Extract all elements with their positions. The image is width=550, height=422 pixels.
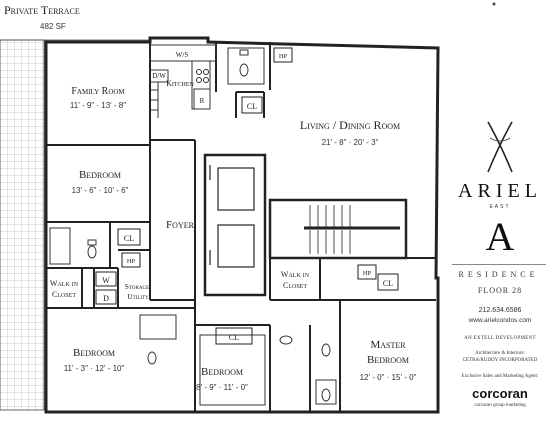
washer-tag: W [102, 276, 110, 285]
living-dining-label: Living / Dining Room [300, 118, 400, 132]
walk-in-closet-1-line2: Closet [52, 290, 76, 299]
master-bedroom-line1: Master [370, 339, 406, 351]
exterior-walls [44, 36, 440, 414]
bedroom-2-label: Bedroom [73, 347, 115, 359]
cl-tag-1: CL [247, 102, 257, 111]
kitchen-label: Kitchen [166, 79, 194, 88]
ws-tag: W/S [176, 51, 189, 59]
bedroom-2-dims: 11' - 3" · 12' - 10" [64, 364, 125, 373]
family-room-dims: 11' - 9" · 13' - 8" [70, 101, 126, 110]
sales-credit: Exclusive Sales and Marketing Agent: [461, 374, 539, 379]
phone-number: 212.634.6586 [478, 307, 522, 314]
living-dining-dims: 21' - 8" · 20' - 3" [322, 138, 379, 147]
cl-tag-4: CL [383, 279, 393, 288]
cl-tag-2: CL [124, 234, 134, 243]
residence-label: RESIDENCE [458, 270, 539, 279]
website[interactable]: www.arielcondos.com [468, 317, 532, 324]
storage-line2: Utility [127, 292, 149, 301]
terrace-area [0, 39, 45, 411]
refrigerator-tag: R [200, 97, 205, 105]
walk-in-closet-2-line1: Walk in [281, 270, 310, 279]
foyer-label: Foyer [166, 219, 195, 231]
ariel-logo-mark [487, 121, 513, 173]
family-room-label: Family Room [71, 86, 125, 97]
north-marker-dot [492, 2, 496, 6]
development-credit: AN EXTELL DEVELOPMENT [464, 336, 536, 341]
bedroom-1-label: Bedroom [79, 169, 121, 181]
kitchen-fixtures [149, 44, 217, 118]
residence-letter: A [485, 214, 515, 259]
master-bedroom-dims: 12' - 0" · 15' - 0" [360, 373, 417, 382]
terrace-area-label: 482 SF [40, 22, 66, 31]
brand-name: ARIEL [458, 180, 542, 202]
storage-line1: Storage/ [125, 282, 152, 291]
bathroom-fixtures [49, 47, 337, 406]
hp-tag-3: HP [363, 270, 372, 277]
tag-boxes [95, 47, 399, 345]
master-bedroom-line2: Bedroom [367, 354, 409, 366]
architects-credit-1: Architecture & Interiors: [475, 351, 525, 356]
bedroom-1-dims: 13' - 6" · 10' - 6" [72, 186, 129, 195]
walk-in-closet-2-line2: Closet [283, 281, 307, 290]
cl-tag-3: CL [229, 333, 239, 342]
dryer-tag: D [103, 294, 109, 303]
walk-in-closet-1-line1: Walk in [50, 279, 79, 288]
corcoran-sub: corcoran group marketing [474, 402, 526, 407]
brand-sub: EAST [489, 204, 511, 210]
terrace-title: Private Terrace [4, 3, 80, 17]
dw-tag: D/W [152, 72, 166, 80]
residence-rule [452, 264, 546, 265]
hp-tag-1: HP [279, 53, 288, 60]
building-core [203, 153, 408, 297]
interior-walls [46, 42, 436, 412]
hp-tag-2: HP [127, 258, 136, 265]
bedroom-3-label: Bedroom [201, 366, 243, 378]
architects-credit-2: CETRA/RUDDY INCORPORATED [462, 358, 538, 363]
corcoran-logo: corcoran [472, 386, 528, 401]
floor-label: FLOOR 28 [477, 286, 523, 295]
bedroom-3-dims: 8' - 9" · 11' - 0" [196, 383, 248, 392]
